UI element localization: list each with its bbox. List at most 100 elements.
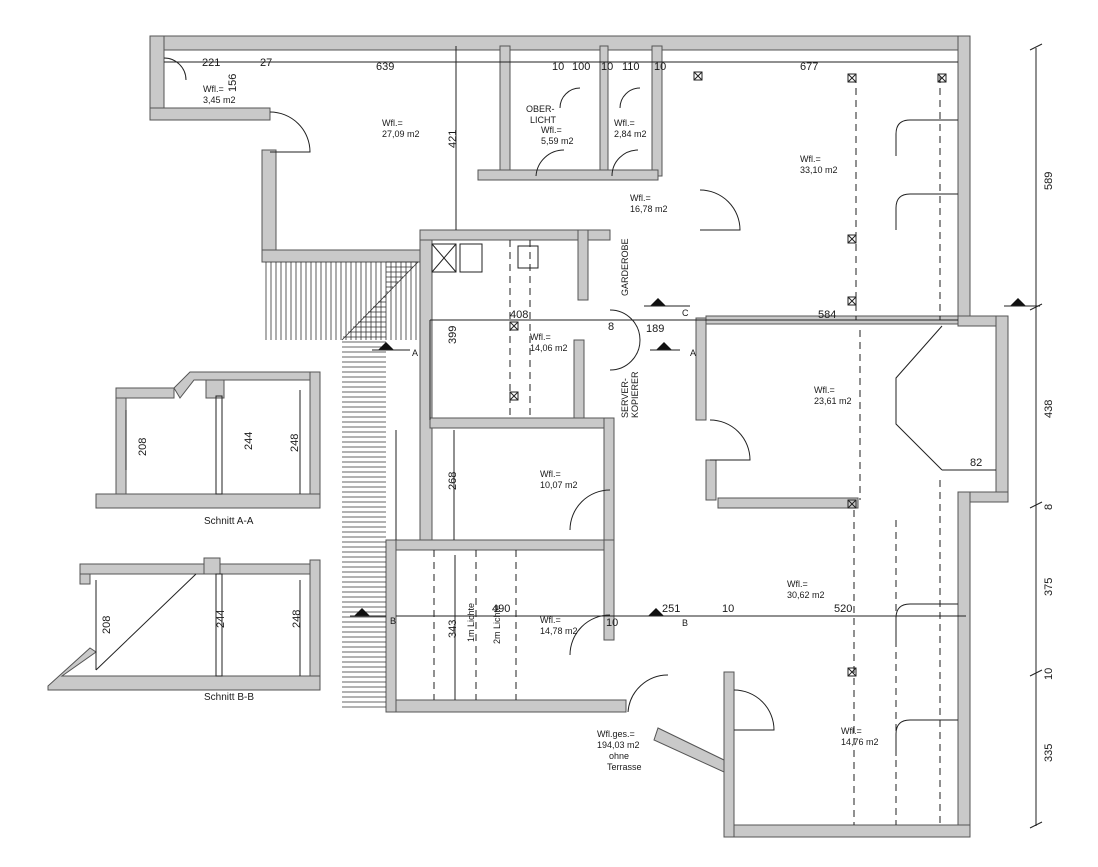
dim-10d: 10 [606, 617, 618, 629]
dim-335: 335 [1043, 744, 1055, 762]
marker-icon [847, 667, 857, 677]
dim-421: 421 [447, 130, 459, 148]
room-label: Wfl.= [540, 469, 561, 479]
section-bb [47, 557, 321, 691]
dim-sb248: 248 [291, 610, 303, 628]
section-label-c1: C [682, 308, 689, 318]
room-area: 3,45 m2 [203, 95, 236, 105]
dim-10a: 10 [552, 61, 564, 73]
section-label-b2: B [682, 618, 688, 628]
dim-677: 677 [800, 61, 818, 73]
total-area: 194,03 m2 [597, 740, 640, 750]
total-note: Terrasse [607, 762, 642, 772]
room-area: 2,84 m2 [614, 129, 647, 139]
dashed-lines [433, 76, 941, 825]
dim-82: 82 [970, 457, 982, 469]
dim-520: 520 [834, 603, 852, 615]
dim-100: 100 [572, 61, 590, 73]
marker-icon [693, 71, 703, 81]
room-label: Wfl.= [541, 125, 562, 135]
dim-584: 584 [818, 309, 836, 321]
dim-110: 110 [622, 61, 640, 73]
dim-156: 156 [227, 74, 239, 92]
walls [149, 35, 1009, 838]
section-markers [350, 298, 1040, 617]
total-note: ohne [609, 751, 629, 761]
section-label-a1: A [412, 348, 418, 358]
marker-icon [847, 234, 857, 244]
marker-icon [847, 296, 857, 306]
room-label: Wfl.= [382, 118, 403, 128]
room-area: 5,59 m2 [541, 136, 574, 146]
dim-490: 490 [492, 603, 510, 615]
section-arrow-icon [378, 342, 394, 350]
room-label: Wfl.= [814, 385, 835, 395]
total-label: Wfl.ges.= [597, 729, 635, 739]
dim-sb208: 208 [101, 616, 113, 634]
room-name-server: SERVER- [620, 378, 630, 418]
hatch-line [341, 261, 419, 341]
dim-343: 343 [447, 620, 459, 638]
label-2m-lichte: 2m Lichte [492, 605, 502, 644]
room-area: 27,09 m2 [382, 129, 420, 139]
marker-icon [847, 73, 857, 83]
interior-lines [164, 43, 1043, 829]
dim-10e: 10 [722, 603, 734, 615]
dim-408: 408 [510, 309, 528, 321]
room-area: 14,76 m2 [841, 737, 879, 747]
room-label: Wfl.= [630, 193, 651, 203]
dim-189: 189 [646, 323, 664, 335]
section-aa [95, 371, 321, 509]
dim-sa208: 208 [137, 438, 149, 456]
dim-639: 639 [376, 61, 394, 73]
section-arrow-icon [650, 298, 666, 306]
section-arrow-icon [648, 608, 664, 616]
dim-27: 27 [260, 57, 272, 69]
dim-8a: 8 [608, 321, 614, 333]
section-arrow-icon [354, 608, 370, 616]
label-1m-lichte: 1m Lichte [466, 603, 476, 642]
dim-268: 268 [447, 472, 459, 490]
room-area: 16,78 m2 [630, 204, 668, 214]
section-label-b1: B [390, 616, 396, 626]
dim-10f: 10 [1043, 668, 1055, 680]
section-arrow-icon [1010, 298, 1026, 306]
room-label: Wfl.= [540, 615, 561, 625]
room-name-oberlicht: OBER- [526, 104, 555, 114]
dim-10b: 10 [601, 61, 613, 73]
doors [163, 57, 775, 731]
dim-221: 221 [202, 57, 220, 69]
dim-399: 399 [447, 326, 459, 344]
section-aa-caption: Schnitt A-A [204, 516, 254, 527]
dim-375: 375 [1043, 578, 1055, 596]
room-area: 14,06 m2 [530, 343, 568, 353]
room-area: 10,07 m2 [540, 480, 578, 490]
radiators [895, 119, 958, 756]
room-name-garderobe: GARDEROBE [620, 238, 630, 296]
marker-icon [937, 73, 947, 83]
room-label: Wfl.= [530, 332, 551, 342]
room-name-kopierer: KOPIERER [630, 371, 640, 418]
dim-251: 251 [662, 603, 680, 615]
dim-sa248: 248 [289, 434, 301, 452]
section-arrow-icon [656, 342, 672, 350]
terrace-hatch [265, 261, 419, 708]
room-area: 14,78 m2 [540, 626, 578, 636]
section-label-a2: A [690, 348, 696, 358]
ceiling-markers [509, 71, 947, 677]
section-bb-caption: Schnitt B-B [204, 692, 254, 703]
room-label: Wfl.= [841, 726, 862, 736]
room-label: Wfl.= [203, 84, 224, 94]
room-label: Wfl.= [787, 579, 808, 589]
room-area: 23,61 m2 [814, 396, 852, 406]
marker-icon [509, 321, 519, 331]
dim-8b: 8 [1043, 504, 1055, 510]
marker-icon [847, 499, 857, 509]
dim-sa244: 244 [243, 432, 255, 450]
room-label: Wfl.= [614, 118, 635, 128]
room-name-oberlicht: LICHT [530, 115, 557, 125]
room-area: 33,10 m2 [800, 165, 838, 175]
dim-sb244: 244 [215, 610, 227, 628]
dim-438: 438 [1043, 400, 1055, 418]
